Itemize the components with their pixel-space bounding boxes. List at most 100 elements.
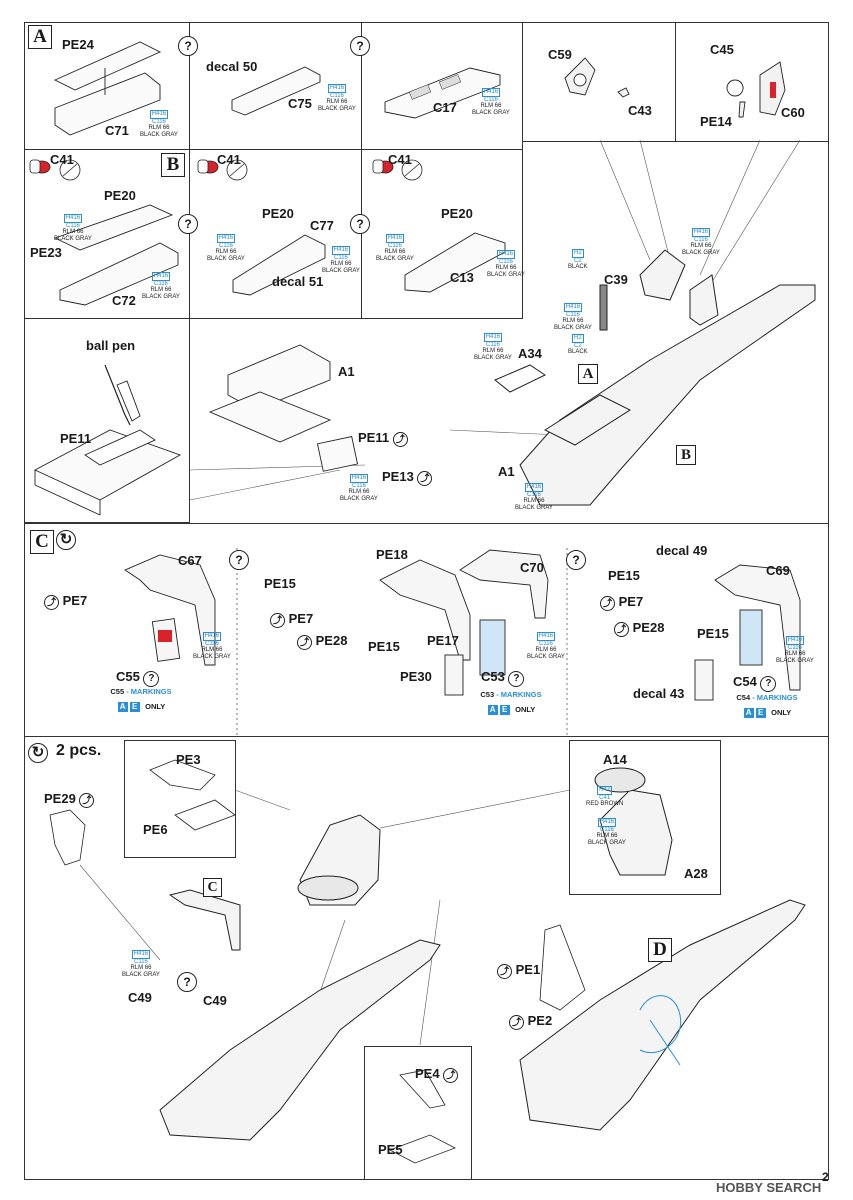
paint-red-brown: H47 C41 RED BROWN: [586, 786, 624, 807]
label-pe2: ⤴ PE2: [509, 1013, 552, 1030]
bend-icon: ⤴: [392, 432, 408, 447]
paint-rlm66: H416 C116 RLM 66 BLACK GRAY: [554, 303, 592, 331]
page-number: 2: [822, 1170, 829, 1184]
markings-text: MARKINGS: [130, 687, 172, 696]
paint-rlm66: H416 C116 RLM 66 BLACK GRAY: [515, 483, 553, 511]
label-c75: C75: [288, 96, 312, 111]
section-c-callout: C: [203, 878, 222, 897]
section-a-marker: A: [28, 25, 52, 49]
paint-rlm66: H416 C116 RLM 66 BLACK GRAY: [322, 246, 360, 274]
label-pe4: PE4 ⤴: [415, 1066, 459, 1083]
label-c41: C41: [217, 152, 241, 167]
label-c53: C53 ?: [481, 669, 525, 687]
label-c55: C55 ?: [116, 669, 160, 687]
bend-icon: ⤴: [497, 964, 512, 979]
bend-icon: ⤴: [270, 613, 285, 628]
label-pe13-bend: PE13 ⤴: [382, 469, 433, 486]
marking-a-badge: A: [117, 702, 128, 712]
marking-a-badge: A: [487, 705, 498, 715]
bend-icon: ⤴: [614, 622, 629, 637]
markings-only: ONLY: [515, 705, 536, 714]
pe13-text: PE13: [382, 469, 414, 484]
label-pe11: PE11: [60, 431, 92, 446]
bend-icon: ⤴: [79, 793, 95, 808]
paint-black: H2 C2 BLACK: [568, 334, 588, 355]
section-b-callout: B: [676, 445, 696, 465]
label-decal49: decal 49: [656, 543, 708, 558]
bend-icon: ⤴: [509, 1015, 524, 1030]
label-c70: C70: [520, 560, 544, 575]
paint-rlm66: H416 C116 RLM 66 BLACK GRAY: [527, 632, 565, 660]
label-pe20: PE20: [104, 188, 136, 203]
label-c41: C41: [388, 152, 412, 167]
question-icon: ?: [508, 671, 525, 687]
pe11-text: PE11: [358, 430, 390, 445]
paint-code: C116: [152, 118, 166, 125]
question-icon: ?: [566, 550, 586, 570]
label-pe3: PE3: [176, 752, 201, 767]
c60-red-detail: [770, 82, 776, 98]
paint-rlm66: H416 C116 RLM 66 BLACK GRAY: [472, 88, 510, 116]
pe4-text: PE4: [415, 1066, 440, 1081]
label-c49: C49: [203, 993, 227, 1008]
paint-rlm66: H416 C116 RLM 66 BLACK GRAY: [682, 228, 720, 256]
label-pe6: PE6: [143, 822, 168, 837]
label-c72: C72: [112, 293, 136, 308]
label-c49: C49: [128, 990, 152, 1005]
question-icon: ?: [350, 36, 370, 56]
label-pe14: PE14: [700, 114, 732, 129]
paint-rlm66: H416 C116 RLM 66 BLACK GRAY: [474, 333, 512, 361]
paint-rlm66: H416 C116 RLM 66 BLACK GRAY: [54, 214, 92, 242]
label-c54: C54 ?: [733, 674, 777, 692]
markings-part: C53: [480, 690, 495, 699]
label-pe24: PE24: [62, 37, 94, 52]
question-icon: ?: [350, 214, 370, 234]
pe7-text: PE7: [288, 611, 314, 626]
paint-rlm66: H416 C116 RLM 66 BLACK GRAY: [142, 272, 180, 300]
paint-rlm66: H416 C116 RLM 66 BLACK GRAY: [340, 474, 378, 502]
paint-name: BLACK GRAY: [140, 131, 178, 138]
c55-text: C55: [116, 669, 140, 684]
pe7-text: PE7: [618, 594, 644, 609]
question-icon: ?: [178, 36, 198, 56]
bend-icon: ⤴: [600, 596, 615, 611]
label-pe15: PE15: [608, 568, 640, 583]
question-icon: ?: [143, 671, 160, 687]
label-c67: C67: [178, 553, 202, 568]
label-pe23: PE23: [30, 245, 62, 260]
watermark-logo: HOBBY SEARCH: [716, 1180, 822, 1195]
paint-rlm66: H416 C116 RLM 66 BLACK GRAY: [207, 234, 245, 262]
markings-part: C55: [110, 687, 125, 696]
bend-icon: ⤴: [297, 635, 312, 650]
c54-text: C54: [733, 674, 757, 689]
markings-text: MARKINGS: [500, 690, 542, 699]
paint-rlm66: H416 C116 RLM 66 BLACK GRAY: [318, 84, 356, 112]
paint-rlm66: H416 C116 RLM 66 BLACK GRAY: [376, 234, 414, 262]
label-pe15: PE15: [697, 626, 729, 641]
label-pe15: PE15: [264, 576, 296, 591]
label-c77: C77: [310, 218, 334, 233]
label-pe18: PE18: [376, 547, 408, 562]
pe1-text: PE1: [515, 962, 541, 977]
paint-rlm66: H416 C116 RLM 66 BLACK GRAY: [140, 110, 178, 138]
question-icon: ?: [177, 972, 197, 992]
label-pe28: ⤴ PE28: [297, 633, 347, 650]
rotate-icon: ↻: [28, 743, 48, 763]
label-c41: C41: [50, 152, 74, 167]
label-pe15: PE15: [368, 639, 400, 654]
markings-only: ONLY: [145, 702, 166, 711]
label-pe5: PE5: [378, 1142, 403, 1157]
label-c45: C45: [710, 42, 734, 57]
paint-rlm66: H416 C116 RLM 66 BLACK GRAY: [122, 950, 160, 978]
label-pe7: ⤴ PE7: [600, 594, 643, 611]
label-decal50: decal 50: [206, 59, 258, 74]
c53-text: C53: [481, 669, 505, 684]
question-icon: ?: [178, 214, 198, 234]
label-a1-main: A1: [498, 464, 515, 479]
label-decal51: decal 51: [272, 274, 324, 289]
bend-icon: ⤴: [417, 471, 433, 486]
pe29-text: PE29: [44, 791, 76, 806]
marking-e-badge: E: [755, 708, 766, 718]
